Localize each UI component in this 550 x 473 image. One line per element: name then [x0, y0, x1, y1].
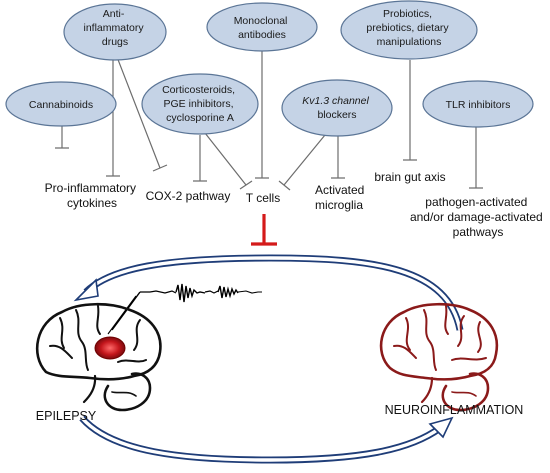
label-kv13-blockers: Kv1.3 channel blockers — [302, 95, 371, 121]
line-monoclonal-to-tcells — [255, 47, 269, 179]
label-corticosteroids: Corticosteroids, PGE inhibitors, cyclosp… — [162, 84, 238, 124]
line-antiinflam-to-cox2 — [116, 56, 168, 172]
oval-probiotics — [340, 0, 478, 60]
label-probiotics: Probiotics, prebiotics, dietary manipula… — [366, 8, 451, 48]
label-anti-inflammatory-drugs: Anti- inflammatory drugs — [83, 8, 146, 48]
target-pro-inflammatory-cytokines: Pro-inflammatory cytokines — [45, 181, 140, 210]
lower-cycle-arrow — [79, 415, 454, 464]
target-pathogen-pathways: pathogen-activated and/or damage-activat… — [410, 195, 546, 239]
oval-cannabinoids — [5, 81, 117, 127]
line-kv13-to-tcells — [278, 134, 326, 191]
upper-cycle-arrow — [73, 254, 464, 331]
oval-anti-inflammatory-drugs — [63, 3, 167, 61]
inhibition-lines — [55, 47, 483, 191]
epilepsy-label: EPILEPSY — [36, 409, 97, 423]
oval-kv13-blockers — [281, 79, 393, 137]
label-monoclonal-antibodies: Monoclonal antibodies — [234, 15, 291, 41]
oval-corticosteroids — [141, 73, 259, 135]
label-cannabinoids: Cannabinoids — [29, 99, 93, 111]
line-cortico-to-cox2 — [193, 135, 207, 182]
target-cox2-pathway: COX-2 pathway — [146, 189, 231, 203]
target-activated-microglia: Activated microglia — [315, 183, 368, 212]
oval-tlr-inhibitors — [422, 80, 534, 128]
intervention-ovals — [5, 0, 534, 137]
line-kv13-to-microglia — [331, 135, 345, 179]
red-inhibition-symbol — [251, 214, 277, 246]
epilepsy-brain-icon — [35, 302, 162, 412]
eeg-trace — [107, 283, 262, 335]
line-cortico-to-tcells — [204, 132, 253, 190]
neuroinflammation-brain-icon — [379, 302, 499, 412]
target-t-cells: T cells — [246, 191, 280, 205]
line-probiotics-to-braingut — [403, 60, 417, 161]
line-tlr-to-pathways — [469, 122, 483, 189]
neuroinflammation-label: NEUROINFLAMMATION — [385, 403, 524, 417]
target-brain-gut-axis: brain gut axis — [374, 170, 445, 184]
seizure-focus — [94, 336, 126, 360]
label-tlr-inhibitors: TLR inhibitors — [446, 99, 511, 111]
line-antiinflam-to-cytokines — [106, 57, 120, 177]
oval-monoclonal-antibodies — [206, 2, 318, 52]
